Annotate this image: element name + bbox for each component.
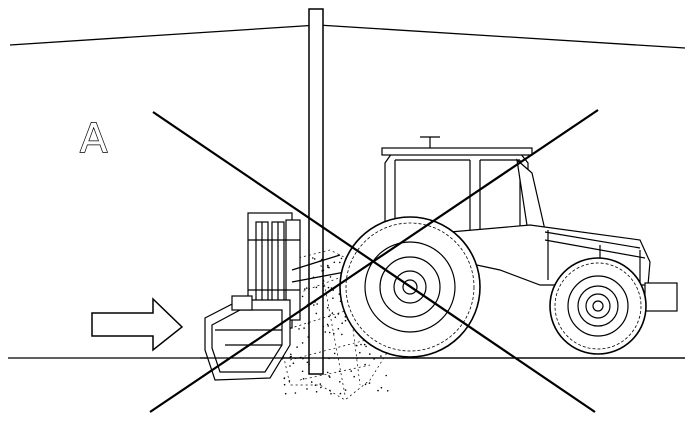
spray-dot: [385, 374, 388, 377]
spray-dot: [321, 258, 323, 261]
front-implement: [204, 212, 346, 381]
spray-dot: [380, 386, 383, 389]
spray-dot: [337, 328, 340, 330]
spray-dot: [333, 352, 336, 355]
spray-dot: [327, 264, 329, 267]
spray-dot: [298, 328, 300, 330]
spray-dot: [307, 322, 310, 325]
spray-dot: [312, 257, 314, 259]
spray-dot: [380, 355, 382, 357]
spray-dot: [326, 307, 329, 309]
spray-dot: [289, 365, 291, 367]
spray-dot: [316, 303, 319, 305]
spray-dot: [324, 331, 327, 333]
spray-dot: [320, 386, 322, 389]
spray-dot: [313, 258, 316, 260]
spray-dot: [322, 325, 325, 328]
spray-dot: [283, 383, 286, 386]
spray-dot: [302, 378, 305, 380]
spray-dot: [303, 327, 305, 329]
spray-dot: [283, 377, 286, 380]
panel-label: A: [80, 116, 108, 162]
spray-dot: [306, 388, 308, 390]
roof-lines: [9, 24, 686, 49]
spray-dot: [294, 392, 297, 394]
spray-dot: [305, 287, 308, 289]
spray-dot: [329, 276, 332, 278]
spray-dot: [284, 392, 287, 395]
spray-dot: [327, 286, 330, 289]
spray-dot: [340, 257, 343, 260]
spray-dot: [288, 380, 291, 382]
spray-dot: [326, 371, 329, 374]
spray-dot: [301, 342, 304, 344]
spray-dot: [334, 316, 337, 319]
right-arrow-icon: [91, 297, 184, 352]
spray-dot: [365, 345, 367, 348]
spray-dot: [329, 376, 331, 378]
spray-dot: [328, 375, 330, 377]
spray-dot: [333, 261, 336, 264]
spray-dot: [310, 381, 313, 383]
spray-dot: [322, 285, 325, 288]
front-wheel: [549, 257, 647, 355]
spray-dot: [369, 353, 371, 355]
spray-dot: [314, 384, 317, 387]
spray-dot: [353, 375, 356, 378]
spray-dot: [306, 361, 309, 364]
spray-dot: [355, 344, 358, 347]
spray-dot: [333, 332, 335, 335]
spray-dot: [386, 390, 389, 392]
spray-dot: [292, 362, 295, 365]
spray-dot: [350, 370, 353, 372]
spray-dot: [341, 322, 344, 325]
spray-dot: [326, 323, 329, 326]
spray-dot: [360, 343, 362, 346]
spray-dot: [296, 346, 298, 348]
spray-dot: [307, 336, 310, 338]
spray-dot: [290, 355, 292, 358]
spray-dot: [328, 315, 330, 318]
spray-dot: [308, 363, 310, 366]
spray-dot: [339, 392, 342, 395]
spray-dot: [315, 286, 318, 289]
spray-dot: [344, 319, 347, 322]
spray-dot: [329, 389, 331, 392]
spray-dot: [339, 381, 341, 383]
spray-dot: [364, 363, 366, 366]
spray-dot: [359, 351, 361, 354]
diagonal-lines: [149, 109, 599, 413]
spray-dot: [341, 333, 343, 336]
spray-dot: [368, 382, 371, 384]
spray-dot: [328, 331, 331, 334]
spray-dot: [301, 370, 304, 373]
vertical-column: [308, 8, 324, 375]
spray-dot: [338, 370, 341, 373]
spray-dot: [319, 383, 322, 385]
spray-dot: [339, 261, 341, 264]
spray-dot: [377, 389, 379, 392]
spray-dot: [363, 343, 366, 346]
spray-dot: [315, 312, 318, 315]
spray-dot: [304, 288, 306, 290]
spray-dot: [327, 325, 330, 327]
spray-dot: [313, 304, 315, 306]
spray-dot: [322, 269, 325, 272]
spray-dot: [344, 389, 347, 391]
spray-dot: [364, 383, 367, 386]
spray-dot: [327, 266, 329, 268]
spray-dot: [330, 392, 332, 395]
spray-dot: [315, 391, 318, 393]
spray-dot: [301, 295, 304, 298]
spray-dot: [331, 312, 334, 314]
spray-dot: [290, 353, 292, 356]
spray-dot: [332, 297, 334, 300]
spray-dot: [337, 313, 340, 315]
